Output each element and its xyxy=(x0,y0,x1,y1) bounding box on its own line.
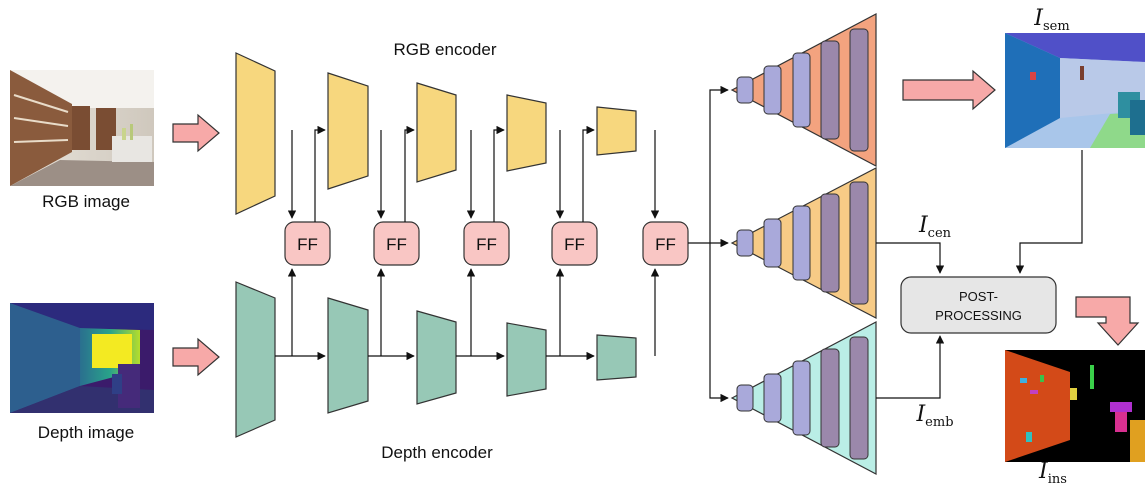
rgb-encoder-block-2 xyxy=(327,72,369,190)
depth-encoder-block-4 xyxy=(506,322,547,397)
depth-encoder-block-3 xyxy=(416,310,457,405)
depth-encoder-label: Depth encoder xyxy=(381,443,493,462)
post-processing-block: POST- PROCESSING xyxy=(900,276,1057,334)
rgb-input-arrow xyxy=(172,113,220,153)
fusion-blocks: FF FF FF FF FF xyxy=(284,221,689,266)
center-output-symbol: Icen xyxy=(918,213,952,241)
rgb-encoder-block-3 xyxy=(416,82,457,183)
fusion-block-2-label: FF xyxy=(386,235,407,254)
decoder-semantic xyxy=(730,13,877,167)
depth-encoder xyxy=(235,281,637,438)
rgb-input-image xyxy=(10,70,154,186)
rgb-encoder-label: RGB encoder xyxy=(394,40,497,59)
instance-output-symbol: Iins xyxy=(1038,459,1067,487)
instance-output-arrow xyxy=(1075,296,1140,346)
fusion-block-4: FF xyxy=(551,221,598,266)
rgb-encoder-block-5 xyxy=(596,106,637,156)
fusion-block-3-label: FF xyxy=(476,235,497,254)
rgb-encoder-block-1 xyxy=(235,52,276,215)
fusion-block-5-label: FF xyxy=(655,235,676,254)
decoder-center xyxy=(730,167,877,319)
embedding-output-symbol: Iemb xyxy=(915,402,953,430)
fusion-block-4-label: FF xyxy=(564,235,585,254)
rgb-encoder xyxy=(235,52,637,215)
fusion-block-3: FF xyxy=(463,221,510,266)
post-processing-label-line1: POST- xyxy=(959,289,998,304)
semantic-output-arrow xyxy=(902,69,996,111)
depth-encoder-block-5 xyxy=(596,334,637,381)
depth-encoder-block-1 xyxy=(235,281,276,438)
fusion-block-2: FF xyxy=(373,221,420,266)
depth-input-arrow xyxy=(172,337,220,377)
post-processing-label-line2: PROCESSING xyxy=(935,308,1022,323)
rgb-encoder-block-4 xyxy=(506,94,547,172)
fusion-block-1-label: FF xyxy=(297,235,318,254)
decoder-connections xyxy=(876,150,1083,399)
encoder-connections xyxy=(275,85,729,403)
depth-input-image xyxy=(10,303,154,413)
semantic-output-image xyxy=(1005,33,1145,148)
rgb-image-label: RGB image xyxy=(42,192,130,211)
semantic-output-symbol: Isem xyxy=(1033,6,1069,34)
fusion-block-5: FF xyxy=(642,221,689,266)
depth-encoder-block-2 xyxy=(327,297,369,414)
depth-image-label: Depth image xyxy=(38,423,134,442)
decoder-embedding xyxy=(730,321,877,475)
fusion-block-1: FF xyxy=(284,221,331,266)
instance-output-image xyxy=(1005,350,1145,462)
